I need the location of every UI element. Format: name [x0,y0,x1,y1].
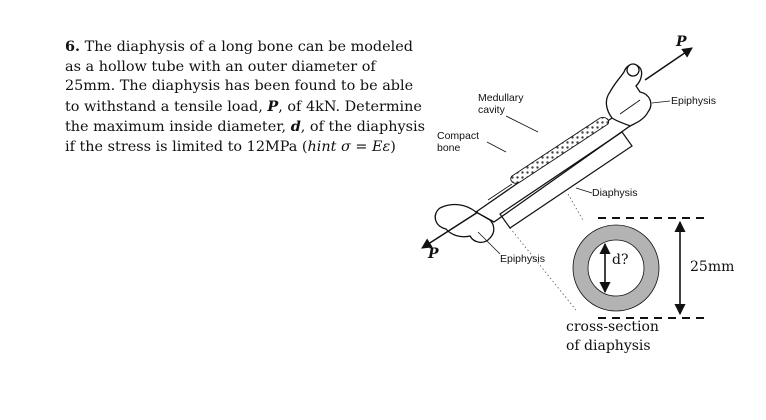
label-epiphysis-bottom: Epiphysis [500,253,545,265]
label-compact-2: bone [437,142,461,154]
diaphysis-bracket [499,131,633,229]
guide-dotted-1 [509,227,577,311]
load-arrow-bottom [421,211,479,249]
bone-shaft [474,115,632,223]
problem-text-2: , of 4kN. Determine the maximum inside d… [65,98,422,136]
leader-compact [486,141,507,153]
diameter-symbol: d [290,118,301,136]
problem-number: 6. [65,38,81,55]
leader-epiphysis-bottom [477,231,501,255]
problem-text-4: ) [390,138,396,155]
guide-dotted-2 [567,193,585,223]
load-arrow-top [644,47,693,81]
load-label-bottom: P [427,246,439,262]
cross-section-caption-1: cross-section [566,319,659,335]
load-label-top: P [675,34,687,50]
problem-statement: 6. The diaphysis of a long bone can be m… [65,37,425,158]
load-symbol: P [267,97,279,115]
label-diaphysis: Diaphysis [592,187,638,199]
outer-diameter-label: 25mm [690,259,734,275]
cross-section-ring [573,225,659,311]
leader-epiphysis-top [651,100,671,104]
label-compact-1: Compact [437,130,479,142]
femur-bone [434,63,652,243]
upper-epiphysis [605,63,652,127]
label-medullary-1: Medullary [478,92,524,104]
hint-text: hint σ = Eε [307,138,391,155]
medullary-cavity [510,117,609,184]
problem-text-1: The diaphysis of a long bone can be mode… [65,39,414,115]
label-medullary-2: cavity [478,104,506,116]
leader-diaphysis [575,187,593,194]
problem-text-3: , of the diaphysis if the stress is limi… [65,119,425,155]
femoral-head [626,63,640,77]
inner-diameter-label: d? [612,252,628,268]
leader-medullary [505,115,539,133]
label-epiphysis-top: Epiphysis [671,95,716,107]
cross-section-caption-2: of diaphysis [566,338,651,354]
